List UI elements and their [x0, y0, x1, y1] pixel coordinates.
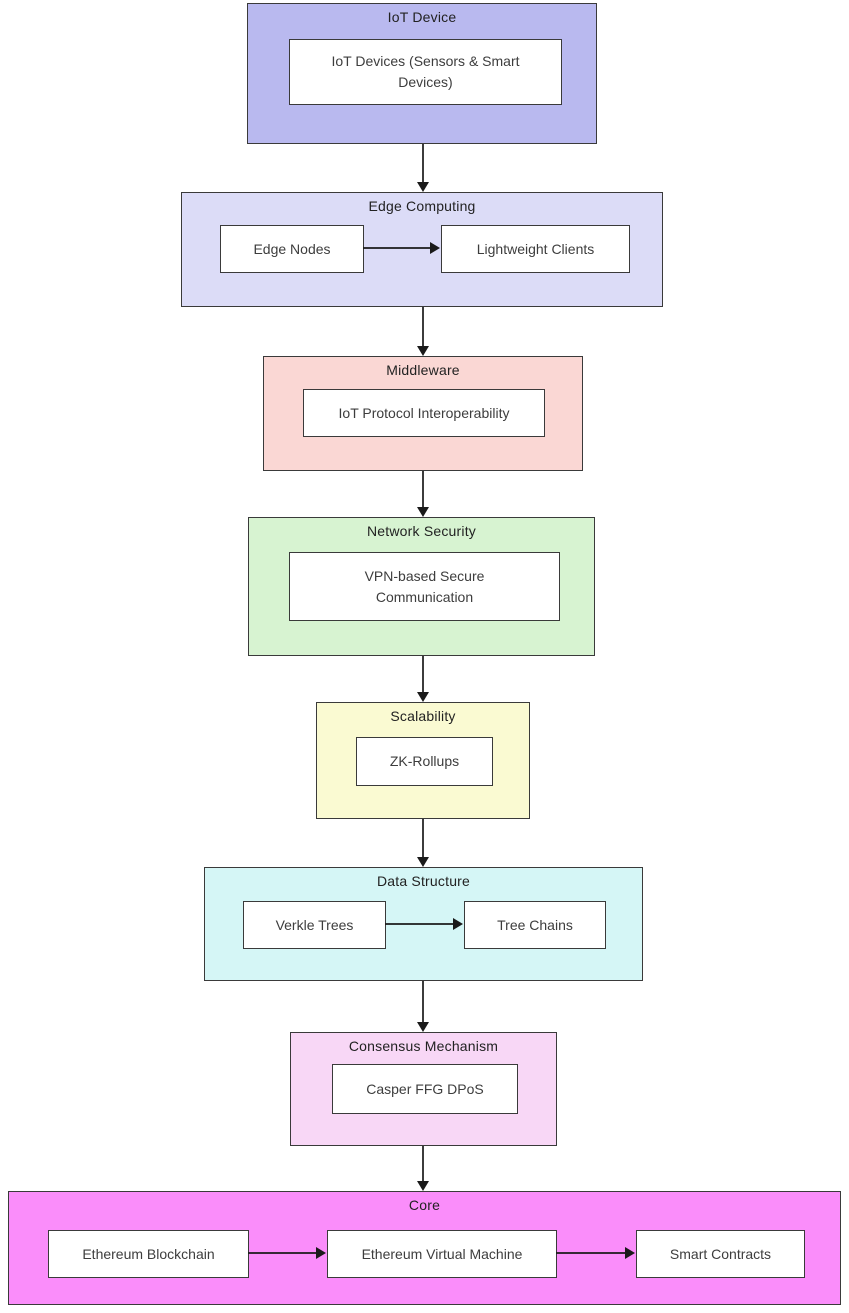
node-label: Ethereum Virtual Machine — [361, 1245, 523, 1262]
node-ethereum-virtual-machine: Ethereum Virtual Machine — [327, 1230, 557, 1278]
section-title-middleware: Middleware — [386, 362, 460, 378]
node-label: Casper FFG DPoS — [366, 1080, 484, 1097]
node-edge-nodes: Edge Nodes — [220, 225, 364, 273]
node-iot-devices: IoT Devices (Sensors & Smart Devices) — [289, 39, 562, 105]
arrow-middleware-to-network — [417, 471, 429, 517]
node-label: Verkle Trees — [275, 916, 354, 933]
section-title-iot-device: IoT Device — [387, 9, 457, 25]
section-title-consensus-mechanism: Consensus Mechanism — [348, 1038, 499, 1054]
section-title-core: Core — [408, 1197, 441, 1213]
node-label: IoT Protocol Interoperability — [338, 404, 510, 421]
arrow-iot-to-edge — [417, 144, 429, 192]
section-edge-computing: Edge Computing Edge Nodes Lightweight Cl… — [181, 192, 663, 307]
node-tree-chains: Tree Chains — [464, 901, 606, 949]
node-label: ZK-Rollups — [389, 753, 460, 769]
node-label: Ethereum Blockchain — [82, 1245, 215, 1262]
section-scalability: Scalability ZK-Rollups — [316, 702, 530, 819]
node-label: IoT Devices (Sensors & Smart Devices) — [331, 53, 520, 90]
node-smart-contracts: Smart Contracts — [636, 1230, 805, 1278]
arrow-datastructure-to-consensus — [417, 981, 429, 1032]
node-label: Tree Chains — [497, 916, 573, 933]
section-consensus-mechanism: Consensus Mechanism Casper FFG DPoS — [290, 1032, 557, 1146]
node-ethereum-blockchain: Ethereum Blockchain — [48, 1230, 249, 1278]
node-vpn-secure-communication: VPN-based Secure Communication — [289, 552, 560, 621]
section-title-edge-computing: Edge Computing — [368, 198, 476, 214]
section-title-data-structure: Data Structure — [376, 873, 471, 889]
section-core: Core Ethereum Blockchain Ethereum Virtua… — [8, 1191, 841, 1305]
section-data-structure: Data Structure Verkle Trees Tree Chains — [204, 867, 643, 981]
arrow-consensus-to-core — [417, 1146, 429, 1191]
node-casper-ffg-dpos: Casper FFG DPoS — [332, 1064, 518, 1114]
node-label: VPN-based Secure Communication — [364, 567, 485, 605]
node-label: Lightweight Clients — [476, 240, 595, 257]
node-lightweight-clients: Lightweight Clients — [441, 225, 630, 273]
node-zk-rollups: ZK-Rollups — [356, 737, 493, 786]
node-iot-protocol-interoperability: IoT Protocol Interoperability — [303, 389, 545, 437]
section-title-scalability: Scalability — [390, 708, 456, 724]
section-network-security: Network Security VPN-based Secure Commun… — [248, 517, 595, 656]
arrow-edge-to-middleware — [417, 307, 429, 356]
arrow-network-to-scalability — [417, 656, 429, 702]
arrow-scalability-to-datastructure — [417, 819, 429, 867]
node-verkle-trees: Verkle Trees — [243, 901, 386, 949]
section-iot-device: IoT Device IoT Devices (Sensors & Smart … — [247, 3, 597, 144]
section-title-network-security: Network Security — [366, 523, 476, 539]
section-middleware: Middleware IoT Protocol Interoperability — [263, 356, 583, 471]
node-label: Edge Nodes — [253, 240, 331, 257]
node-label: Smart Contracts — [669, 1245, 772, 1262]
